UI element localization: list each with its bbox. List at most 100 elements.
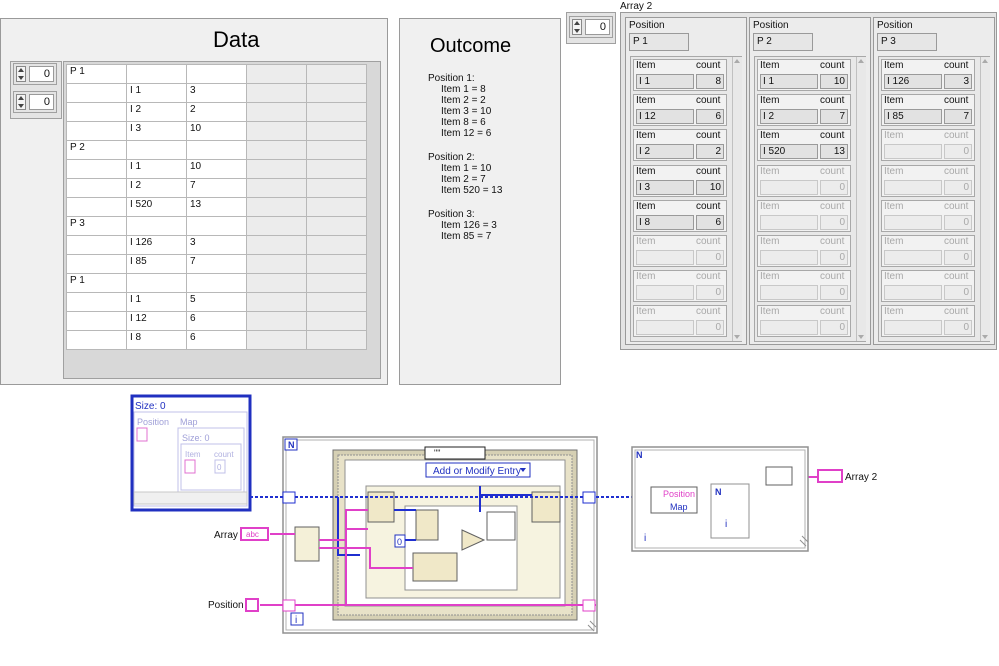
- item-value[interactable]: [760, 214, 818, 230]
- table-cell[interactable]: [306, 178, 367, 198]
- index-array-node[interactable]: [294, 526, 320, 562]
- table-cell[interactable]: [186, 216, 247, 236]
- table-cell[interactable]: [246, 311, 307, 331]
- table-cell[interactable]: [126, 64, 187, 84]
- table-cell[interactable]: [186, 273, 247, 293]
- table-cell[interactable]: [306, 292, 367, 312]
- count-value[interactable]: 10: [696, 179, 724, 195]
- table-cell[interactable]: [66, 330, 127, 350]
- item-value[interactable]: [760, 179, 818, 195]
- count-value[interactable]: 0: [820, 285, 848, 301]
- table-cell[interactable]: [246, 254, 307, 274]
- item-value[interactable]: [884, 179, 942, 195]
- table-cell[interactable]: [126, 273, 187, 293]
- table-cell[interactable]: [306, 140, 367, 160]
- count-value[interactable]: 0: [696, 250, 724, 265]
- table-cell[interactable]: [66, 311, 127, 331]
- table-cell[interactable]: [66, 254, 127, 274]
- position-value[interactable]: P 1: [629, 33, 689, 51]
- count-value[interactable]: 0: [820, 320, 848, 336]
- table-cell[interactable]: [306, 311, 367, 331]
- spinner-arrows-icon[interactable]: [16, 94, 26, 110]
- table-cell[interactable]: [306, 102, 367, 122]
- map-replace-node[interactable]: [486, 511, 516, 541]
- spinner-arrows-icon[interactable]: [16, 66, 26, 82]
- table-cell[interactable]: 13: [186, 197, 247, 217]
- spinner-arrows-icon[interactable]: [572, 19, 582, 35]
- table-cell[interactable]: [306, 197, 367, 217]
- item-value[interactable]: I 3: [636, 179, 694, 195]
- table-cell[interactable]: P 2: [66, 140, 127, 160]
- table-cell[interactable]: [306, 273, 367, 293]
- item-value[interactable]: I 2: [760, 109, 818, 125]
- table-cell[interactable]: [246, 83, 307, 103]
- item-array-scrollbar[interactable]: [980, 57, 990, 341]
- count-value[interactable]: 10: [820, 74, 848, 89]
- table-cell[interactable]: I 3: [126, 121, 187, 141]
- count-value[interactable]: 2: [696, 144, 724, 160]
- table-cell[interactable]: P 1: [66, 273, 127, 293]
- count-value[interactable]: 6: [696, 109, 724, 125]
- table-cell[interactable]: [66, 121, 127, 141]
- case-selector-text[interactable]: Add or Modify Entry: [433, 466, 521, 477]
- item-value[interactable]: I 1: [636, 74, 694, 89]
- table-cell[interactable]: [246, 235, 307, 255]
- count-value[interactable]: 0: [820, 179, 848, 195]
- position-terminal[interactable]: [245, 598, 259, 612]
- table-cell[interactable]: I 2: [126, 178, 187, 198]
- format-node[interactable]: [412, 552, 458, 582]
- item-value[interactable]: [760, 285, 818, 301]
- table-cell[interactable]: [306, 121, 367, 141]
- count-value[interactable]: 8: [696, 74, 724, 89]
- item-value[interactable]: I 12: [636, 109, 694, 125]
- count-value[interactable]: 0: [944, 214, 972, 230]
- map-insert-node[interactable]: [415, 509, 439, 541]
- position-value[interactable]: P 2: [753, 33, 813, 51]
- table-cell[interactable]: I 520: [126, 197, 187, 217]
- count-value[interactable]: 7: [820, 109, 848, 125]
- table-cell[interactable]: 6: [186, 311, 247, 331]
- item-value[interactable]: I 520: [760, 144, 818, 160]
- table-cell[interactable]: [306, 159, 367, 179]
- table-cell[interactable]: [186, 64, 247, 84]
- item-value[interactable]: [636, 250, 694, 265]
- data-col-index[interactable]: 0: [13, 91, 57, 113]
- table-cell[interactable]: 7: [186, 254, 247, 274]
- table-cell[interactable]: [66, 102, 127, 122]
- table-cell[interactable]: [246, 197, 307, 217]
- table-cell[interactable]: [306, 330, 367, 350]
- table-cell[interactable]: [66, 83, 127, 103]
- table-cell[interactable]: [66, 292, 127, 312]
- count-value[interactable]: 0: [696, 285, 724, 301]
- case-structure[interactable]: [332, 446, 578, 621]
- item-value[interactable]: [760, 320, 818, 336]
- count-value[interactable]: 13: [820, 144, 848, 160]
- array2-terminal[interactable]: [817, 469, 843, 483]
- map-constant[interactable]: [130, 394, 252, 512]
- count-value[interactable]: 0: [944, 179, 972, 195]
- add-node[interactable]: [461, 529, 486, 551]
- item-value[interactable]: I 8: [636, 214, 694, 230]
- second-for-loop[interactable]: [631, 446, 809, 552]
- table-cell[interactable]: [66, 178, 127, 198]
- table-cell[interactable]: 6: [186, 330, 247, 350]
- table-cell[interactable]: [126, 216, 187, 236]
- table-cell[interactable]: [306, 216, 367, 236]
- item-array-scrollbar[interactable]: [732, 57, 742, 341]
- item-value[interactable]: [760, 250, 818, 265]
- table-cell[interactable]: [306, 64, 367, 84]
- table-cell[interactable]: P 3: [66, 216, 127, 236]
- table-cell[interactable]: I 8: [126, 330, 187, 350]
- table-cell[interactable]: I 2: [126, 102, 187, 122]
- item-value[interactable]: [884, 214, 942, 230]
- count-value[interactable]: 7: [944, 109, 972, 125]
- count-value[interactable]: 6: [696, 214, 724, 230]
- count-value[interactable]: 0: [696, 320, 724, 336]
- item-value[interactable]: [884, 144, 942, 160]
- item-value[interactable]: I 1: [760, 74, 818, 89]
- table-cell[interactable]: [126, 140, 187, 160]
- item-value[interactable]: [884, 320, 942, 336]
- item-array-scrollbar[interactable]: [856, 57, 866, 341]
- count-value[interactable]: 0: [944, 250, 972, 265]
- table-cell[interactable]: 10: [186, 121, 247, 141]
